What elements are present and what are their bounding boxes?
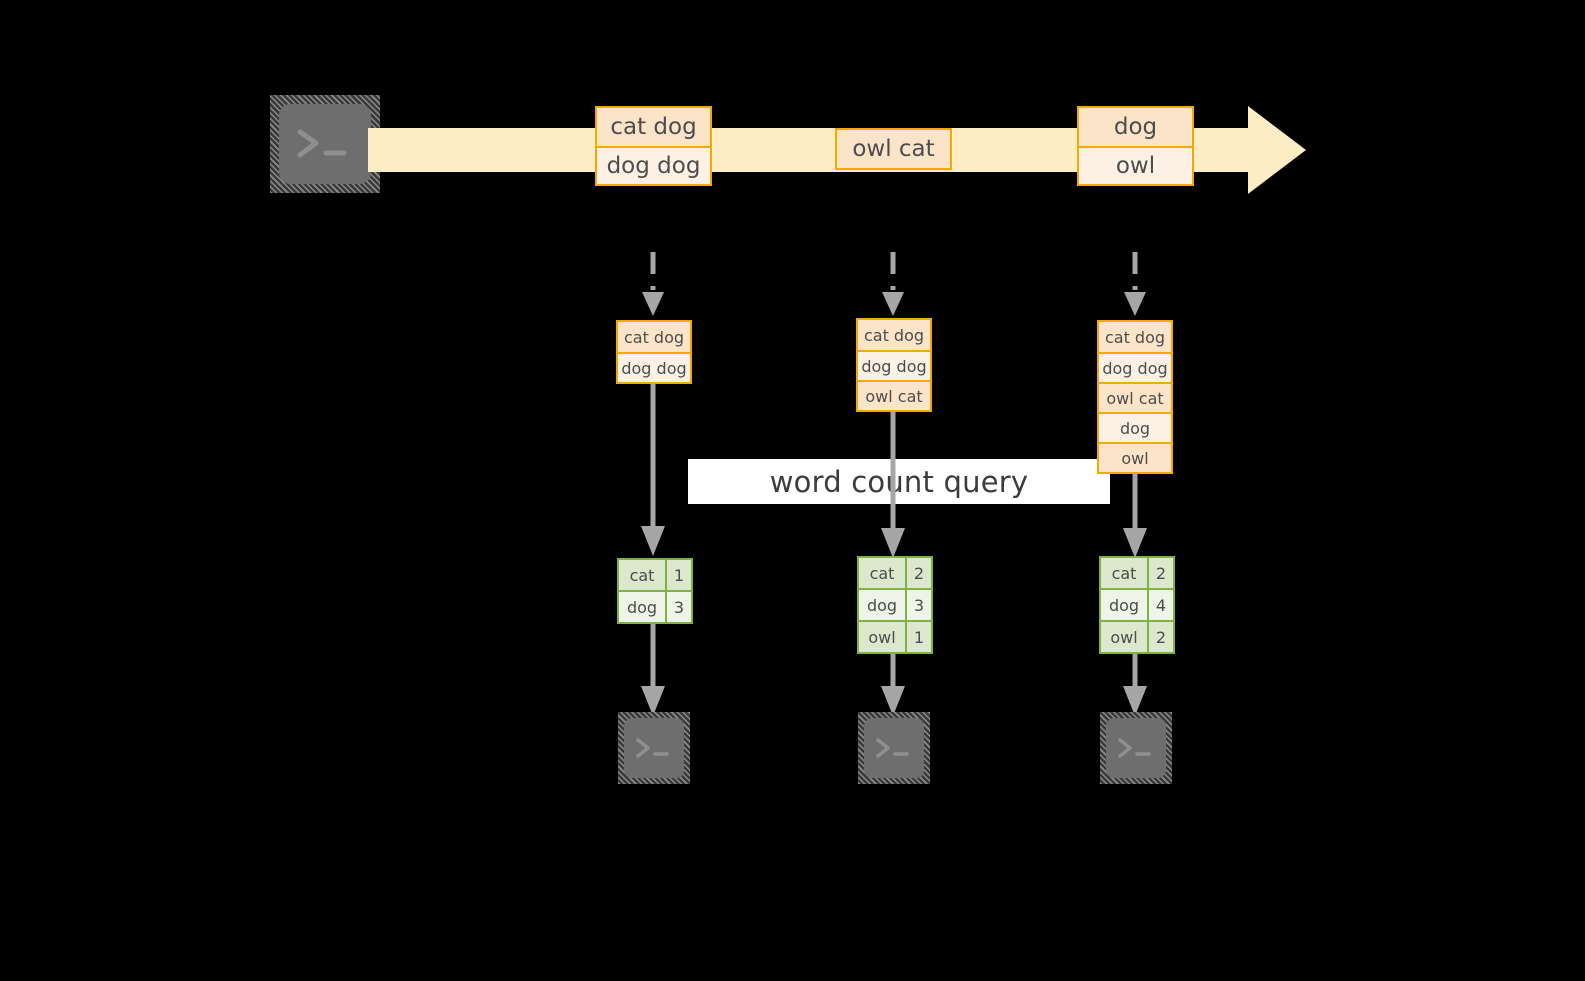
word-cell: dog <box>859 590 905 620</box>
count-cell: 3 <box>905 590 931 620</box>
state-box-2[interactable]: cat dog dog dog owl cat <box>856 318 932 412</box>
state-line: dog dog <box>618 352 690 382</box>
message-line: dog dog <box>597 146 710 184</box>
terminal-body <box>864 718 924 778</box>
consumer-terminal-icon-2[interactable] <box>858 712 930 784</box>
state-line: dog dog <box>1099 352 1171 382</box>
result-to-consumer-arrow-3 <box>1120 650 1150 718</box>
table-row: dog 4 <box>1101 588 1173 620</box>
state-to-result-arrow-2 <box>878 412 908 560</box>
count-cell: 2 <box>1147 558 1173 588</box>
state-to-result-arrow-1 <box>638 384 668 558</box>
table-row: cat 2 <box>1101 558 1173 588</box>
table-row: cat 2 <box>859 558 931 588</box>
query-banner: word count query <box>688 459 1110 504</box>
table-row: cat 1 <box>619 560 691 590</box>
terminal-body <box>624 718 684 778</box>
count-cell: 3 <box>665 592 691 622</box>
state-line: cat dog <box>1099 322 1171 352</box>
state-box-3[interactable]: cat dog dog dog owl cat dog owl <box>1097 320 1173 474</box>
table-row: owl 1 <box>859 620 931 652</box>
terminal-body <box>1106 718 1166 778</box>
word-cell: owl <box>1101 622 1147 652</box>
message-line: owl cat <box>837 130 950 168</box>
word-cell: dog <box>619 592 665 622</box>
result-table-3[interactable]: cat 2 dog 4 owl 2 <box>1099 556 1175 654</box>
stream-message-2[interactable]: owl cat <box>835 128 952 170</box>
consumer-terminal-icon-3[interactable] <box>1100 712 1172 784</box>
message-line: cat dog <box>597 108 710 146</box>
word-cell: cat <box>859 558 905 588</box>
result-to-consumer-arrow-2 <box>878 650 908 718</box>
state-line: cat dog <box>618 322 690 352</box>
query-banner-label: word count query <box>769 464 1029 499</box>
terminal-prompt-glyph <box>1100 712 1172 784</box>
word-cell: cat <box>1101 558 1147 588</box>
word-cell: owl <box>859 622 905 652</box>
state-line: owl <box>1099 442 1171 472</box>
state-to-result-arrow-3 <box>1120 474 1150 560</box>
table-row: dog 3 <box>619 590 691 622</box>
terminal-prompt-glyph <box>618 712 690 784</box>
terminal-body <box>279 104 371 184</box>
state-line: owl cat <box>858 380 930 410</box>
terminal-prompt-glyph <box>858 712 930 784</box>
stream-to-state-arrow-2 <box>878 252 908 320</box>
result-table-2[interactable]: cat 2 dog 3 owl 1 <box>857 556 933 654</box>
stream-message-1[interactable]: cat dog dog dog <box>595 106 712 186</box>
table-row: dog 3 <box>859 588 931 620</box>
count-cell: 2 <box>905 558 931 588</box>
state-line: cat dog <box>858 320 930 350</box>
state-line: owl cat <box>1099 382 1171 412</box>
message-line: owl <box>1079 146 1192 184</box>
message-line: dog <box>1079 108 1192 146</box>
count-cell: 1 <box>905 622 931 652</box>
producer-terminal-icon[interactable] <box>270 95 380 193</box>
count-cell: 2 <box>1147 622 1173 652</box>
result-to-consumer-arrow-1 <box>638 620 668 718</box>
word-cell: cat <box>619 560 665 590</box>
count-cell: 4 <box>1147 590 1173 620</box>
terminal-prompt-glyph <box>270 95 380 193</box>
stream-to-state-arrow-3 <box>1120 252 1150 320</box>
consumer-terminal-icon-1[interactable] <box>618 712 690 784</box>
count-cell: 1 <box>665 560 691 590</box>
stream-to-state-arrow-1 <box>638 252 668 320</box>
table-row: owl 2 <box>1101 620 1173 652</box>
state-box-1[interactable]: cat dog dog dog <box>616 320 692 384</box>
state-line: dog dog <box>858 350 930 380</box>
word-cell: dog <box>1101 590 1147 620</box>
state-line: dog <box>1099 412 1171 442</box>
result-table-1[interactable]: cat 1 dog 3 <box>617 558 693 624</box>
stream-message-3[interactable]: dog owl <box>1077 106 1194 186</box>
